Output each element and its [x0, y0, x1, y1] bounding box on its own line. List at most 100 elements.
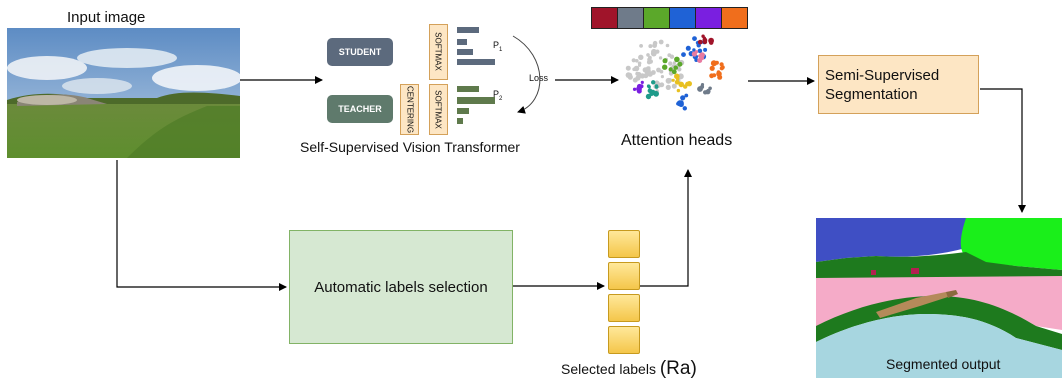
- p1-label: P1: [493, 40, 503, 53]
- attention-point-1-3: [681, 52, 686, 57]
- attention-point-1-6: [692, 48, 696, 52]
- selected-label-chip-4: [608, 326, 640, 354]
- palette-swatch-1: [592, 8, 618, 28]
- attention-point-1-11: [703, 47, 708, 52]
- arrow-semi-to-output: [980, 88, 1026, 213]
- attention-point-10-6: [694, 50, 699, 54]
- attention-point-1-7: [692, 36, 697, 41]
- input-image-title: Input image: [67, 9, 146, 26]
- attention-point-4-0: [674, 79, 680, 85]
- attention-point-0-16: [638, 54, 644, 60]
- auto-labels-box: Automatic labels selection: [289, 230, 513, 344]
- teacher-block: TEACHER: [327, 95, 393, 123]
- semi-supervised-label: Semi-Supervised Segmentation: [825, 66, 940, 103]
- palette-swatch-2: [618, 8, 644, 28]
- softmax-top-box: [429, 24, 448, 80]
- attention-point-9-2: [632, 87, 637, 91]
- segmented-output-caption: Segmented output: [886, 356, 1001, 372]
- attention-point-7-2: [702, 39, 708, 45]
- softmax-bottom-box: [429, 84, 448, 135]
- attention-point-4-6: [678, 81, 684, 88]
- semi-supervised-box: Semi-Supervised Segmentation: [818, 55, 979, 114]
- softmax-bottom-label: SOFTMAX: [433, 90, 443, 129]
- head-color-palette: [591, 7, 748, 29]
- attention-point-0-7: [677, 73, 684, 80]
- attention-point-2-10: [716, 71, 722, 77]
- attention-point-0-68: [672, 61, 676, 65]
- attention-point-0-39: [665, 43, 670, 48]
- student-block: STUDENT: [327, 38, 393, 66]
- attention-point-0-61: [631, 58, 636, 63]
- loss-label: Loss: [529, 73, 549, 83]
- centering-label: CENTERING: [405, 85, 415, 134]
- attention-point-9-5: [639, 84, 644, 89]
- attention-point-0-6: [635, 59, 639, 63]
- input-image: [7, 28, 240, 158]
- attention-point-5-2: [700, 83, 705, 87]
- attention-point-0-35: [665, 84, 671, 90]
- attention-point-0-55: [625, 65, 631, 71]
- transformer-caption: Self-Supervised Vision Transformer: [300, 139, 520, 155]
- attention-point-3-4: [654, 85, 659, 89]
- selected-labels-caption: Selected labels (Ra): [561, 358, 697, 380]
- attention-point-8-0: [668, 67, 673, 72]
- attention-point-2-11: [712, 61, 717, 66]
- attention-point-0-10: [646, 53, 650, 57]
- palette-swatch-6: [722, 8, 747, 28]
- attention-point-9-4: [640, 80, 644, 84]
- attention-point-5-5: [697, 86, 703, 92]
- attention-point-0-37: [658, 56, 663, 60]
- attention-point-0-63: [627, 74, 633, 80]
- auto-labels-label: Automatic labels selection: [314, 278, 488, 296]
- attention-point-0-50: [659, 69, 664, 74]
- attention-point-6-2: [680, 95, 686, 101]
- attention-point-0-67: [637, 63, 642, 67]
- p2-bars: [457, 86, 495, 124]
- selected-label-chip-3: [608, 294, 640, 322]
- attention-point-2-8: [719, 66, 724, 71]
- p2-label: P2: [493, 89, 503, 102]
- palette-swatch-5: [696, 8, 722, 28]
- attention-point-1-4: [697, 48, 703, 54]
- attention-point-6-4: [682, 106, 687, 111]
- attention-point-0-36: [639, 44, 643, 48]
- attention-point-4-5: [674, 73, 680, 80]
- attention-point-6-7: [684, 93, 689, 98]
- segmented-output: [816, 218, 1062, 378]
- attention-point-8-6: [674, 66, 678, 70]
- attention-point-7-7: [708, 37, 714, 44]
- attention-point-1-13: [685, 45, 691, 51]
- attention-point-0-58: [658, 39, 664, 45]
- attention-point-8-2: [662, 64, 668, 70]
- attention-point-7-6: [701, 34, 705, 38]
- loss-curve-arrow: [512, 35, 541, 114]
- arrow-input-to-auto: [116, 160, 287, 291]
- p1-bars: [457, 27, 495, 65]
- attention-scatter: [625, 34, 725, 111]
- attention-point-4-8: [671, 78, 675, 82]
- attention-point-0-20: [668, 61, 673, 66]
- attention-point-2-7: [709, 65, 715, 71]
- attention-point-0-51: [651, 70, 656, 75]
- attention-point-0-54: [671, 83, 677, 89]
- attention-point-0-69: [643, 73, 649, 79]
- attention-point-4-7: [686, 81, 692, 87]
- attention-point-8-7: [677, 61, 683, 67]
- attention-point-0-66: [648, 55, 652, 60]
- selected-labels-suffix: (Ra): [659, 358, 697, 379]
- softmax-top-label: SOFTMAX: [433, 32, 443, 71]
- centering-box: [400, 84, 419, 135]
- attention-point-0-62: [652, 40, 658, 46]
- attention-point-0-45: [667, 78, 673, 83]
- selected-labels-text: Selected labels: [561, 361, 656, 377]
- attention-point-0-43: [660, 75, 664, 79]
- attention-point-8-1: [674, 56, 680, 63]
- attention-point-0-21: [633, 65, 640, 72]
- attention-point-9-1: [636, 88, 642, 94]
- attention-point-4-9: [676, 88, 681, 93]
- attention-point-0-53: [669, 54, 675, 59]
- arrow-labels-to-attention: [640, 169, 692, 287]
- attention-point-0-48: [648, 44, 653, 49]
- attention-point-8-4: [662, 58, 668, 64]
- attention-point-0-42: [654, 80, 660, 86]
